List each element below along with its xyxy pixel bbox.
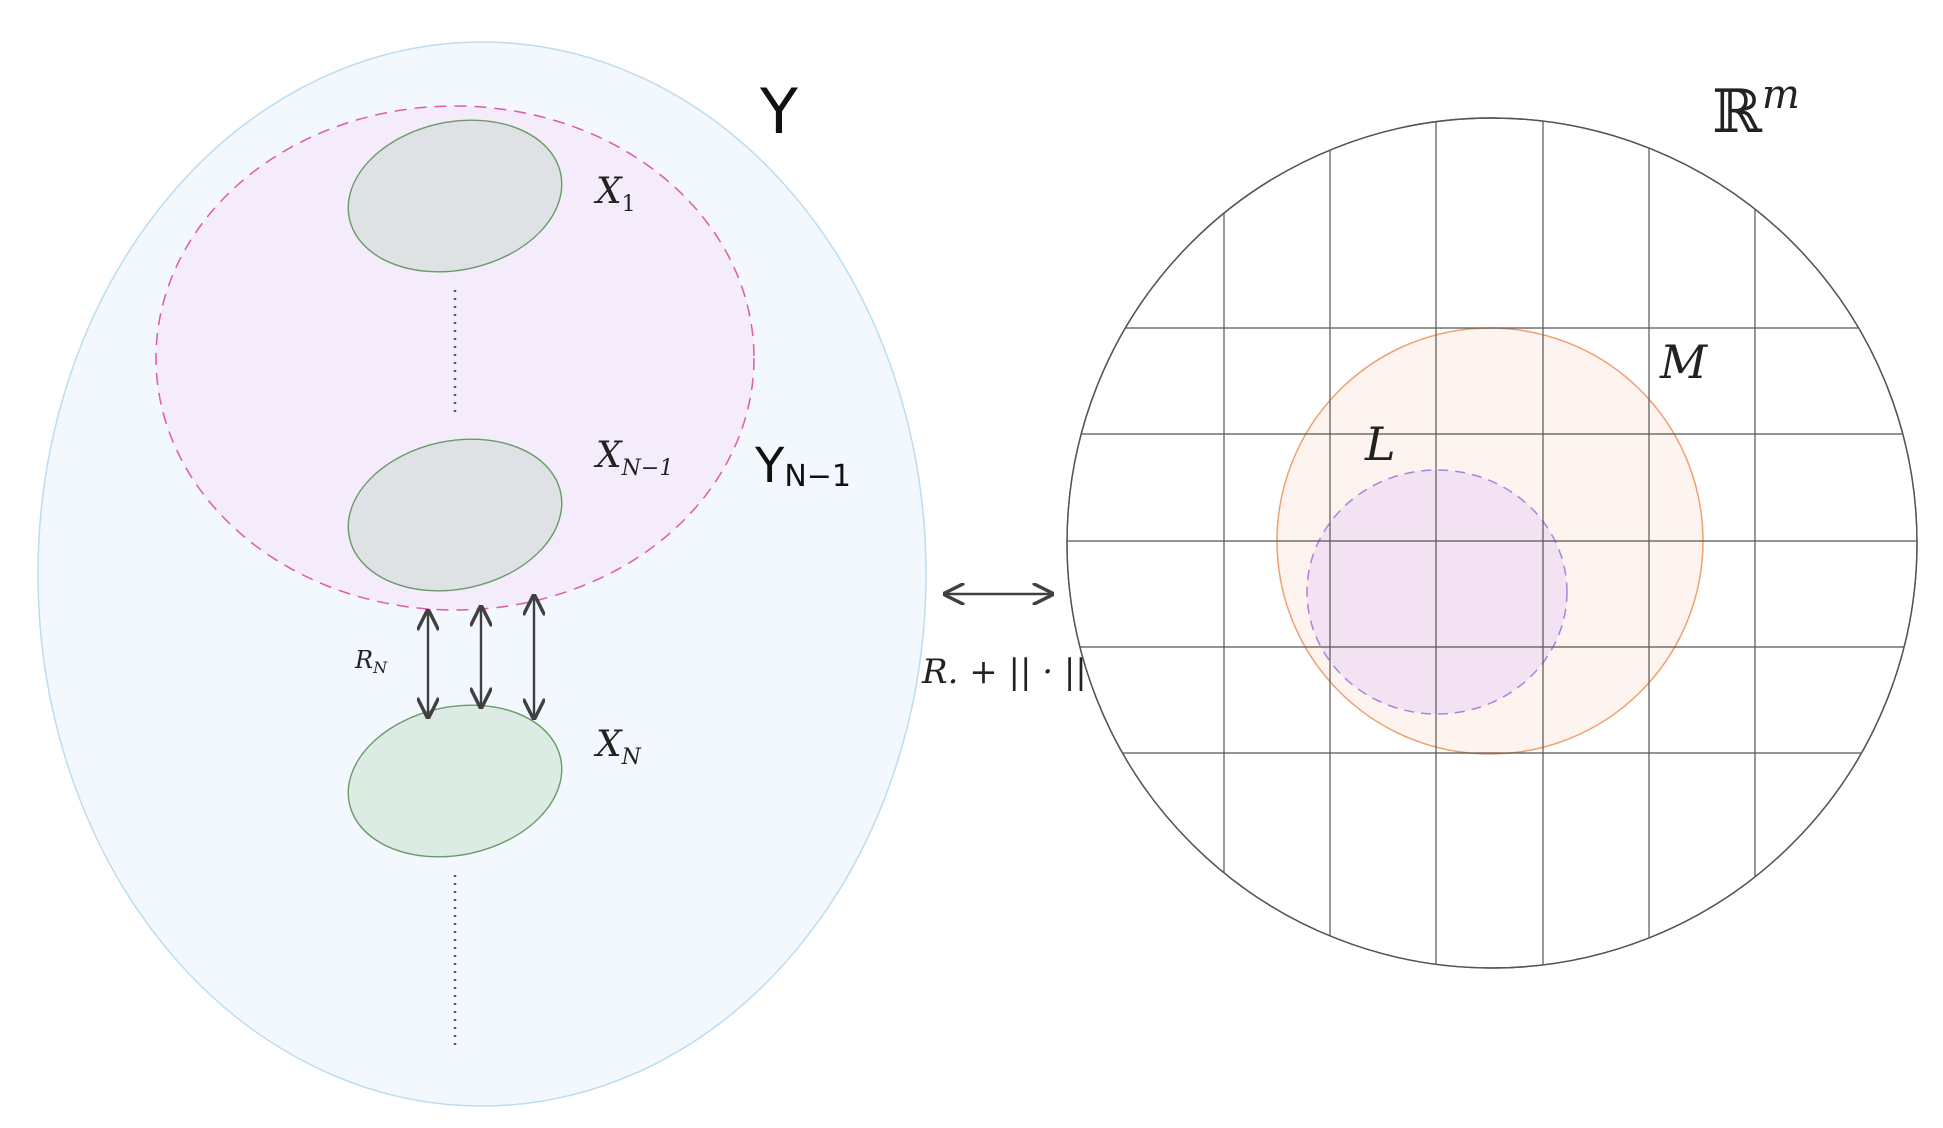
label-Y-N-1: YN−1 <box>754 438 851 494</box>
label-Y: Y <box>759 75 798 148</box>
label-X1: X1 <box>593 171 636 217</box>
label-XN-sub: N <box>621 745 642 770</box>
label-X1-sub: 1 <box>622 192 636 217</box>
space-Rm: ℝm M L <box>1066 72 1918 969</box>
map-connector: R. + || · || <box>921 594 1087 692</box>
region-L <box>1306 469 1568 715</box>
ellipse-X1 <box>347 119 563 273</box>
label-RN: RN <box>354 646 388 677</box>
label-Rm-sup: m <box>1762 72 1800 118</box>
label-L: L <box>1364 417 1396 471</box>
label-X-N-1-sub: N−1 <box>621 456 674 481</box>
inner-ellipse-Y-N-1 <box>155 105 755 611</box>
label-RN-sub: N <box>372 658 388 677</box>
ellipse-XN <box>347 704 563 858</box>
label-M: M <box>1659 335 1709 389</box>
space-Y: Y YN−1 X1 XN−1 XN RN <box>37 41 927 1107</box>
circle-Rm-border <box>1066 117 1918 969</box>
ellipse-X-N-1 <box>347 438 563 592</box>
label-Rm: ℝm <box>1712 72 1800 147</box>
label-Y-N-1-sub: N−1 <box>784 459 851 494</box>
label-XN: XN <box>593 724 642 770</box>
grid <box>1067 118 1917 968</box>
ellipse-L <box>1306 469 1568 715</box>
label-X-N-1: XN−1 <box>593 435 673 481</box>
label-map: R. + || · || <box>921 652 1087 692</box>
